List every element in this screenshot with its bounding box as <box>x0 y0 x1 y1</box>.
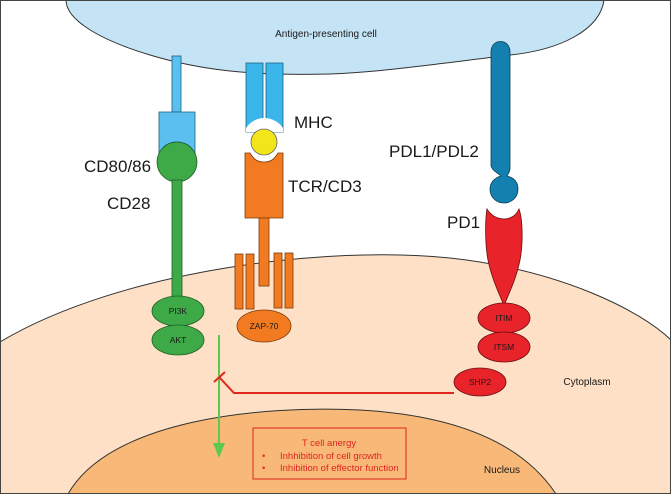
cd28-label: CD28 <box>107 194 150 213</box>
pdl1-pdl2-ligand <box>489 41 519 204</box>
pdl-label: PDL1/PDL2 <box>389 142 479 161</box>
antigen-presenting-cell <box>65 0 605 75</box>
outcome-box: T cell anergy • Inhhibition of cell grow… <box>252 427 407 480</box>
outcome-bullet: Inhibition of effector function <box>280 463 399 474</box>
activation-arrow <box>213 335 225 458</box>
apc-label: Antigen-presenting cell <box>275 29 377 40</box>
bullet-icon: • <box>262 451 265 462</box>
pd1-label: PD1 <box>447 213 480 232</box>
akt-node: AKT <box>151 324 205 356</box>
tcr-cd3-label: TCR/CD3 <box>288 177 362 196</box>
itim-node: ITIM <box>477 302 531 334</box>
pd1-receptor <box>485 207 523 308</box>
cd80-86-receptor <box>158 55 196 156</box>
pi3k-node: PI3K <box>151 295 205 327</box>
zap70-label: ZAP-70 <box>250 321 279 331</box>
nucleus-label: Nucleus <box>484 465 520 476</box>
mhc-molecule <box>245 62 284 133</box>
zap70-node: ZAP-70 <box>236 309 292 343</box>
nucleus <box>67 408 557 494</box>
shp2-node: SHP2 <box>453 367 507 397</box>
itsm-label: ITSM <box>494 342 514 352</box>
pi3k-label: PI3K <box>169 306 188 316</box>
tcr-cd3-complex <box>234 152 294 310</box>
outcome-bullet: Inhhibition of cell growth <box>280 451 382 462</box>
inhibition-line <box>213 371 454 394</box>
itim-label: ITIM <box>496 313 513 323</box>
outcome-title: T cell anergy <box>302 438 356 449</box>
mhc-label: MHC <box>294 113 333 132</box>
shp2-label: SHP2 <box>469 377 491 387</box>
akt-label: AKT <box>170 335 187 345</box>
antigen-peptide <box>250 128 278 156</box>
cd80-86-label: CD80/86 <box>84 157 151 176</box>
itsm-node: ITSM <box>477 331 531 363</box>
cytoplasm-label: Cytoplasm <box>563 377 610 388</box>
bullet-icon: • <box>262 463 265 474</box>
